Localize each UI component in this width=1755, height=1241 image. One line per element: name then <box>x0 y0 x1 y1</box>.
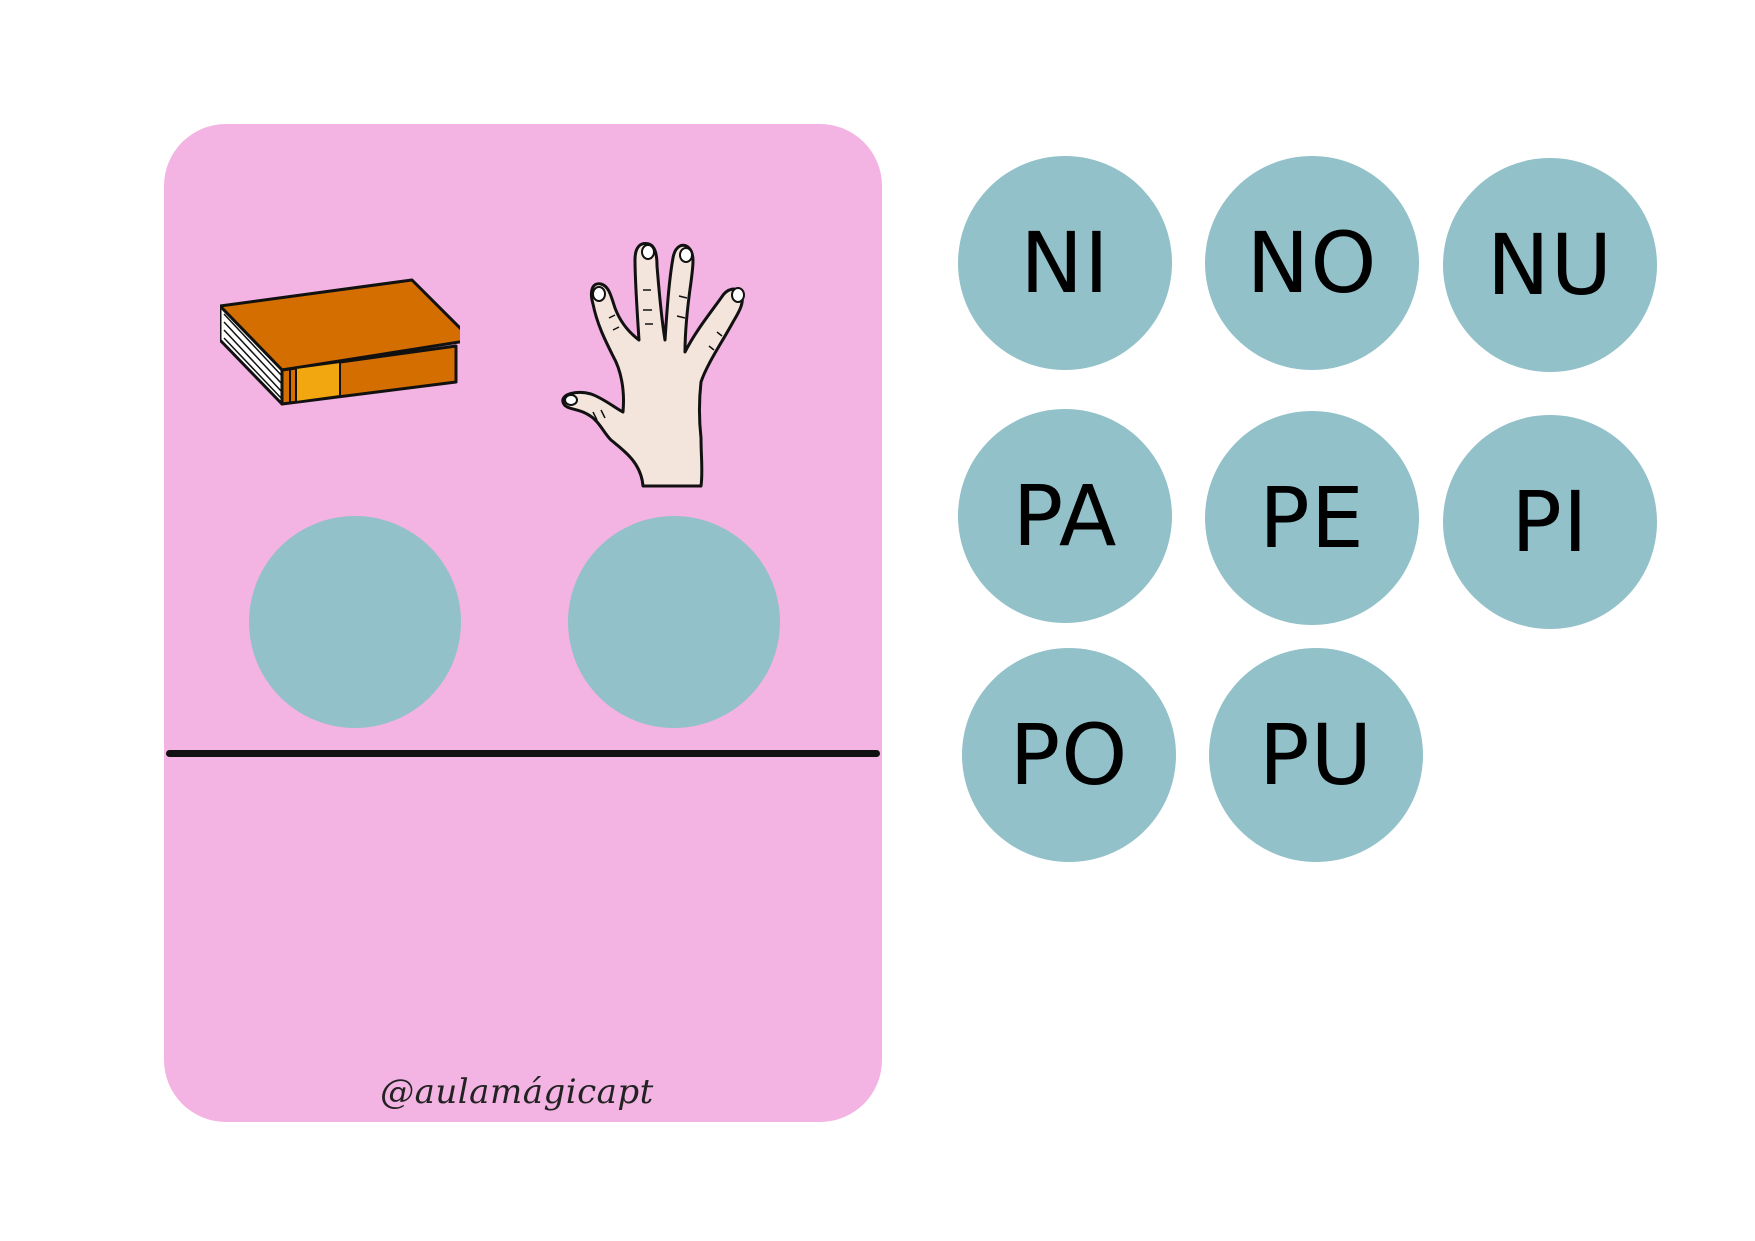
syllable-token-no[interactable]: NO <box>1205 156 1419 370</box>
syllable-token-pu[interactable]: PU <box>1209 648 1423 862</box>
syllable-card: @aulamágicapt <box>164 124 882 1122</box>
syllable-token-pi[interactable]: PI <box>1443 415 1657 629</box>
book-icon <box>220 274 460 424</box>
syllable-token-nu[interactable]: NU <box>1443 158 1657 372</box>
hand-icon <box>557 200 787 600</box>
syllable-token-po[interactable]: PO <box>962 648 1176 862</box>
syllable-token-ni[interactable]: NI <box>958 156 1172 370</box>
writing-line <box>166 750 880 757</box>
credit-handle: @aulamágicapt <box>380 1072 654 1112</box>
syllable-token-pa[interactable]: PA <box>958 409 1172 623</box>
answer-slot-1[interactable] <box>249 516 461 728</box>
syllable-token-pe[interactable]: PE <box>1205 411 1419 625</box>
answer-slot-2[interactable] <box>568 516 780 728</box>
